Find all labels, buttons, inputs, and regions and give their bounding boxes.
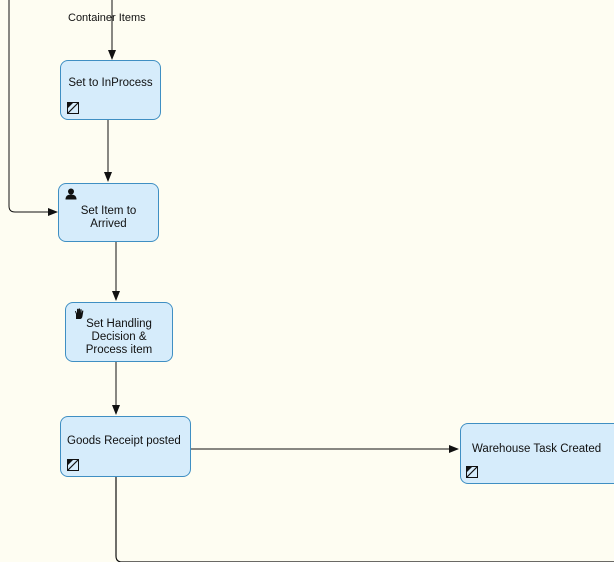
user-task-icon bbox=[65, 188, 77, 200]
script-task-icon bbox=[67, 459, 79, 471]
task-label: Warehouse Task Created bbox=[472, 443, 602, 455]
task-label: Set Item to Arrived bbox=[80, 205, 137, 230]
edge-goods-receipt-outgoing bbox=[115, 477, 614, 562]
manual-task-icon bbox=[75, 308, 84, 319]
task-set-item-arrived[interactable]: Set Item to Arrived bbox=[58, 183, 159, 242]
script-task-icon bbox=[466, 466, 478, 478]
script-task-icon bbox=[67, 102, 79, 114]
task-label: Set Handling Decision & Process item bbox=[85, 318, 153, 356]
task-warehouse-task-created[interactable]: Warehouse Task Created bbox=[460, 423, 614, 484]
task-goods-receipt-posted[interactable]: Goods Receipt posted bbox=[60, 416, 191, 477]
task-label: Goods Receipt posted bbox=[67, 435, 181, 447]
task-set-in-process[interactable]: Set to InProcess bbox=[60, 60, 161, 120]
connector-label-container-items: Container Items bbox=[68, 12, 146, 24]
task-set-handling-decision[interactable]: Set Handling Decision & Process item bbox=[65, 302, 173, 362]
task-label: Set to InProcess bbox=[68, 77, 153, 89]
edge-loop-to-set-item-arrived bbox=[8, 0, 58, 216]
